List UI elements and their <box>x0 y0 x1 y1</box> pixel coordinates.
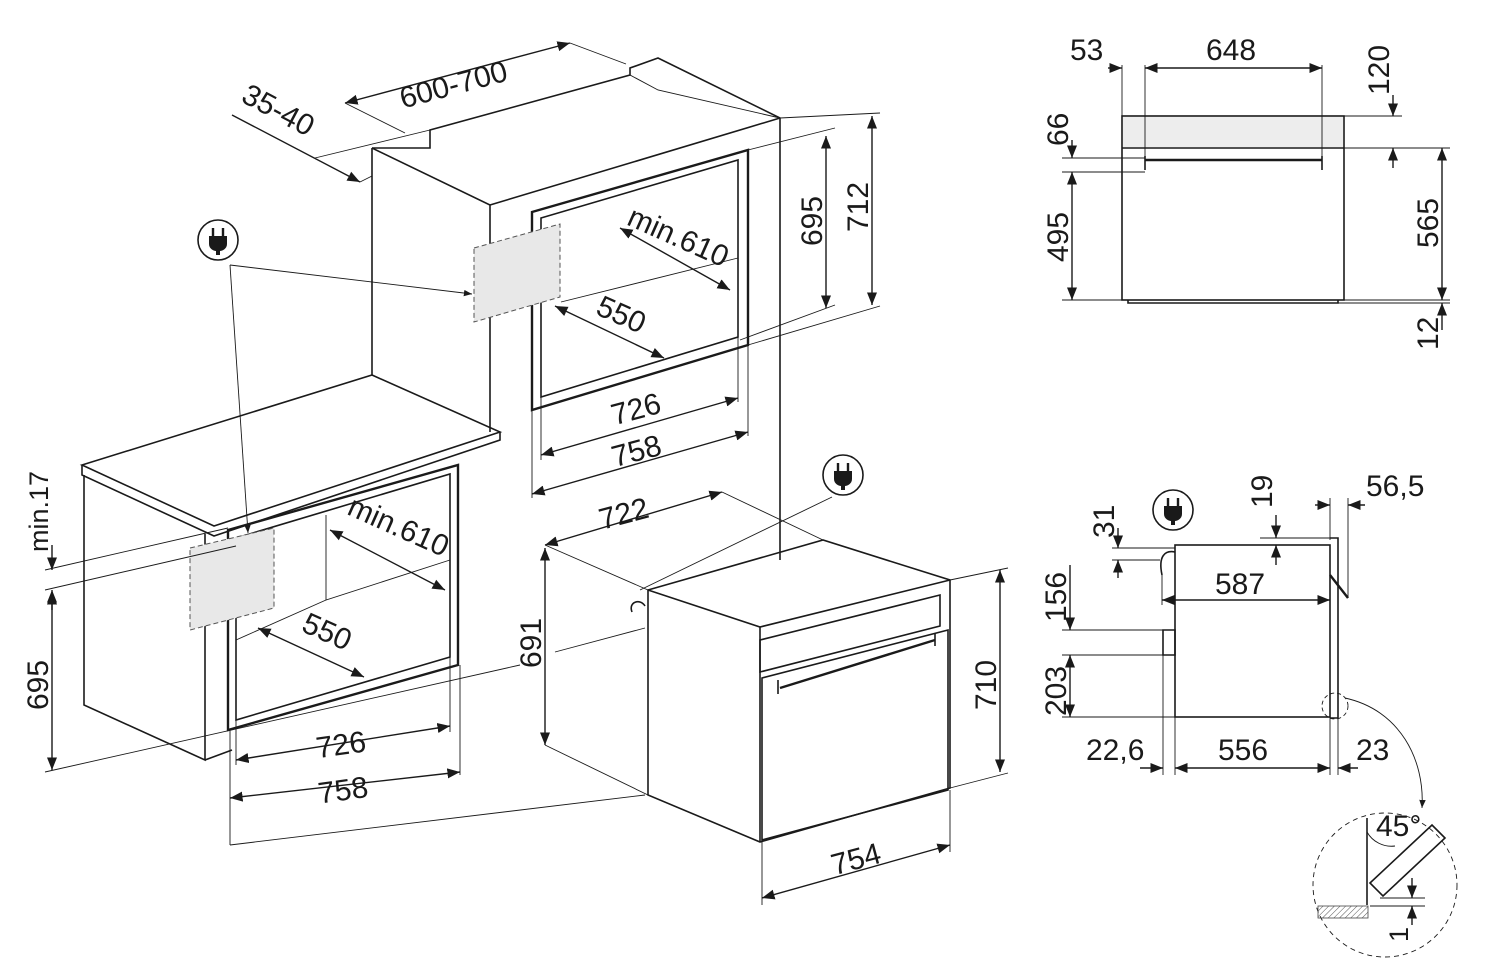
dim-587: 587 <box>1215 568 1265 601</box>
dim-758-upper: 758 <box>608 429 665 474</box>
dim-31: 31 <box>1088 505 1121 538</box>
power-socket-zone <box>473 223 561 323</box>
dim-56-5: 56,5 <box>1366 470 1424 503</box>
dim-1: 1 <box>1384 927 1414 942</box>
dim-754: 754 <box>828 837 885 882</box>
dim-min610-upper: min.610 <box>623 200 734 274</box>
upper-installation: 600-700 35-40 695 712 min.610 550 726 75… <box>231 41 881 560</box>
dim-45-deg: 45° <box>1376 810 1421 843</box>
dim-495: 495 <box>1042 212 1075 262</box>
oven-isometric: 722 691 710 754 <box>515 490 1009 905</box>
plug-icon <box>822 454 864 496</box>
dim-66: 66 <box>1042 113 1075 146</box>
dim-722: 722 <box>595 492 652 537</box>
plug-icon <box>1152 489 1194 531</box>
dim-22-6: 22,6 <box>1086 734 1144 767</box>
dim-712: 712 <box>842 182 875 232</box>
front-view: 53 648 120 66 495 565 12 <box>1042 34 1450 350</box>
detail-circle: 45° 1 <box>1312 810 1458 958</box>
dim-min610-lower: min.610 <box>343 490 454 564</box>
dim-12: 12 <box>1412 317 1445 350</box>
dim-648: 648 <box>1206 34 1256 67</box>
dim-758-lower: 758 <box>316 771 370 811</box>
dim-691: 691 <box>515 618 548 668</box>
power-socket-zone-lower <box>189 527 275 631</box>
dim-120: 120 <box>1363 45 1396 95</box>
dim-35-40: 35-40 <box>236 78 319 143</box>
lower-installation: min.17 695 min.610 550 726 758 <box>22 374 646 846</box>
dim-726-upper: 726 <box>608 387 665 432</box>
dim-156: 156 <box>1040 572 1073 622</box>
dim-695-upper: 695 <box>796 196 829 246</box>
plug-icon <box>197 219 239 261</box>
dim-695-lower: 695 <box>22 660 55 710</box>
dim-600-700: 600-700 <box>396 55 511 115</box>
dim-19: 19 <box>1246 475 1279 508</box>
dim-565: 565 <box>1412 198 1445 248</box>
dim-726-lower: 726 <box>314 726 368 766</box>
dim-203: 203 <box>1040 666 1073 716</box>
dim-710: 710 <box>970 660 1003 710</box>
dim-53: 53 <box>1070 34 1103 67</box>
side-view: 31 19 56,5 587 156 203 22,6 556 2 <box>1040 470 1426 809</box>
dim-556: 556 <box>1218 734 1268 767</box>
dim-min17: min.17 <box>24 471 54 552</box>
dim-550-upper: 550 <box>592 290 651 341</box>
dim-23: 23 <box>1356 734 1389 767</box>
